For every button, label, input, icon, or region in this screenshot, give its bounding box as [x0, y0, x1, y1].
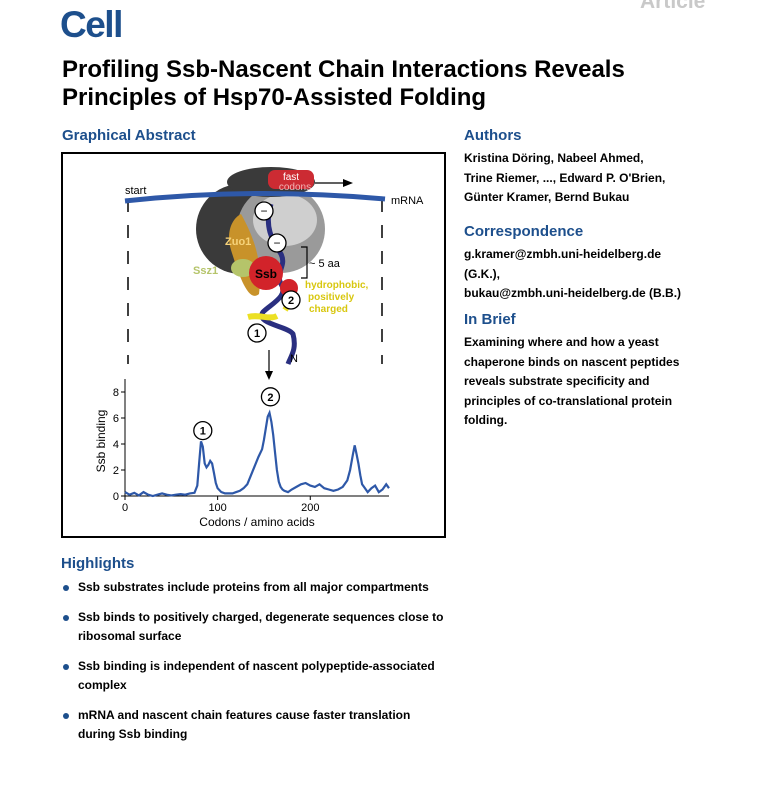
y-tick-label: 2	[113, 465, 119, 477]
bullet-icon	[63, 585, 69, 591]
authors-heading: Authors	[464, 127, 522, 144]
mrna-strand	[124, 190, 386, 204]
highlight-text: mRNA and nascent chain features cause fa…	[78, 708, 411, 741]
highlights-list: Ssb substrates include proteins from all…	[60, 578, 450, 755]
aa-label: ~ 5 aa	[309, 258, 341, 270]
in-brief-line: folding.	[464, 413, 508, 427]
x-ticks: 0 100 200	[122, 496, 319, 514]
y-axis-label: Ssb binding	[94, 410, 108, 473]
in-brief-line: reveals substrate specificity and	[464, 374, 650, 388]
mrna-label: mRNA	[391, 195, 424, 207]
article-tag: Article	[640, 0, 706, 13]
charge-minus-2: −	[273, 236, 280, 250]
correspondence-line: (G.K.),	[464, 266, 500, 281]
codons-label: codons	[279, 182, 311, 193]
positively-label: positively	[308, 292, 355, 303]
x-tick-label: 0	[122, 502, 128, 514]
site-marker-1-circle	[247, 323, 267, 343]
author-line: Kristina Döring, Nabeel Ahmed,	[464, 151, 644, 165]
highlight-text: Ssb substrates include proteins from all…	[78, 580, 429, 594]
x-axis-label: Codons / amino acids	[199, 515, 314, 529]
graphical-abstract-figure: start mRNA fast codons Zuo1 Ssz1 − − Ssb…	[94, 167, 424, 529]
journal-logo: Cell	[60, 4, 123, 45]
fast-label: fast	[283, 172, 299, 183]
zuo1-label: Zuo1	[225, 236, 251, 248]
x-tick-label: 200	[301, 502, 319, 514]
correspondence-email[interactable]: g.kramer@zmbh.uni-heidelberg.de	[464, 247, 662, 261]
graphical-abstract-heading: Graphical Abstract	[62, 127, 196, 144]
graphical-abstract: start mRNA fast codons Zuo1 Ssz1 − − Ssb…	[61, 152, 446, 538]
highlight-item: Ssb substrates include proteins from all…	[60, 578, 450, 597]
correspondence-list: g.kramer@zmbh.uni-heidelberg.de (G.K.), …	[464, 245, 681, 304]
binding-site-yellow-1	[247, 313, 279, 321]
ssb-shape	[249, 256, 283, 290]
start-label: start	[125, 185, 146, 197]
correspondence-heading: Correspondence	[464, 223, 584, 240]
direction-arrow-head	[343, 179, 353, 187]
highlights-heading: Highlights	[61, 555, 135, 572]
author-line: Günter Kramer, Bernd Bukau	[464, 190, 630, 204]
in-brief-text: Examining where and how a yeast chaperon…	[464, 333, 679, 431]
in-brief-heading: In Brief	[464, 311, 516, 328]
ssz1-shape	[231, 259, 255, 277]
charge-circle-2	[267, 233, 287, 253]
ssz1-label: Ssz1	[193, 265, 218, 277]
highlight-item: Ssb binds to positively charged, degener…	[60, 608, 450, 646]
peak-marker-label: 1	[200, 426, 206, 438]
author-line: Trine Riemer, ..., Edward P. O'Brien,	[464, 170, 666, 185]
authors-list: Kristina Döring, Nabeel Ahmed, Trine Rie…	[464, 149, 665, 208]
highlight-text: Ssb binding is independent of nascent po…	[78, 659, 435, 692]
article-title: Profiling Ssb-Nascent Chain Interactions…	[62, 56, 625, 111]
charge-circle-1	[254, 201, 274, 221]
highlight-text: Ssb binds to positively charged, degener…	[78, 610, 444, 643]
highlight-item: Ssb binding is independent of nascent po…	[60, 657, 450, 695]
y-tick-label: 8	[113, 387, 119, 399]
in-brief-line: chaperone binds on nascent peptides	[464, 354, 680, 369]
in-brief-line: principles of co-translational protein	[464, 393, 673, 408]
correspondence-email[interactable]: bukau@zmbh.uni-heidelberg.de (B.B.)	[464, 286, 682, 300]
bullet-icon	[63, 713, 69, 719]
fast-codons-region	[268, 170, 314, 189]
bullet-icon	[63, 664, 69, 670]
site-marker-2: 2	[288, 295, 294, 307]
ssb-binding-line	[124, 409, 390, 498]
site-marker-1: 1	[254, 328, 260, 340]
charge-minus-1: −	[260, 204, 267, 218]
y-tick-label: 6	[113, 413, 119, 425]
y-ticks: 0 2 4 6 8	[113, 387, 125, 503]
site-marker-2-circle	[281, 290, 301, 310]
highlight-item: mRNA and nascent chain features cause fa…	[60, 706, 450, 744]
charged-label: charged	[309, 304, 348, 315]
x-tick-label: 100	[208, 502, 226, 514]
hydrophobic-label: hydrophobic,	[305, 280, 369, 291]
aa-bracket	[301, 246, 308, 279]
peak-marker-label: 2	[267, 392, 273, 404]
ssb-label: Ssb	[255, 267, 277, 281]
peak-marker-circle	[260, 387, 281, 407]
bullet-icon	[63, 615, 69, 621]
y-tick-label: 0	[113, 491, 119, 503]
in-brief-line: Examining where and how a yeast	[464, 335, 659, 349]
y-tick-label: 4	[113, 439, 119, 451]
n-terminus-label: N	[290, 353, 298, 365]
peak-marker-circle	[193, 420, 213, 441]
peak-annotations: 12	[193, 387, 281, 441]
down-arrow-head	[265, 371, 273, 380]
